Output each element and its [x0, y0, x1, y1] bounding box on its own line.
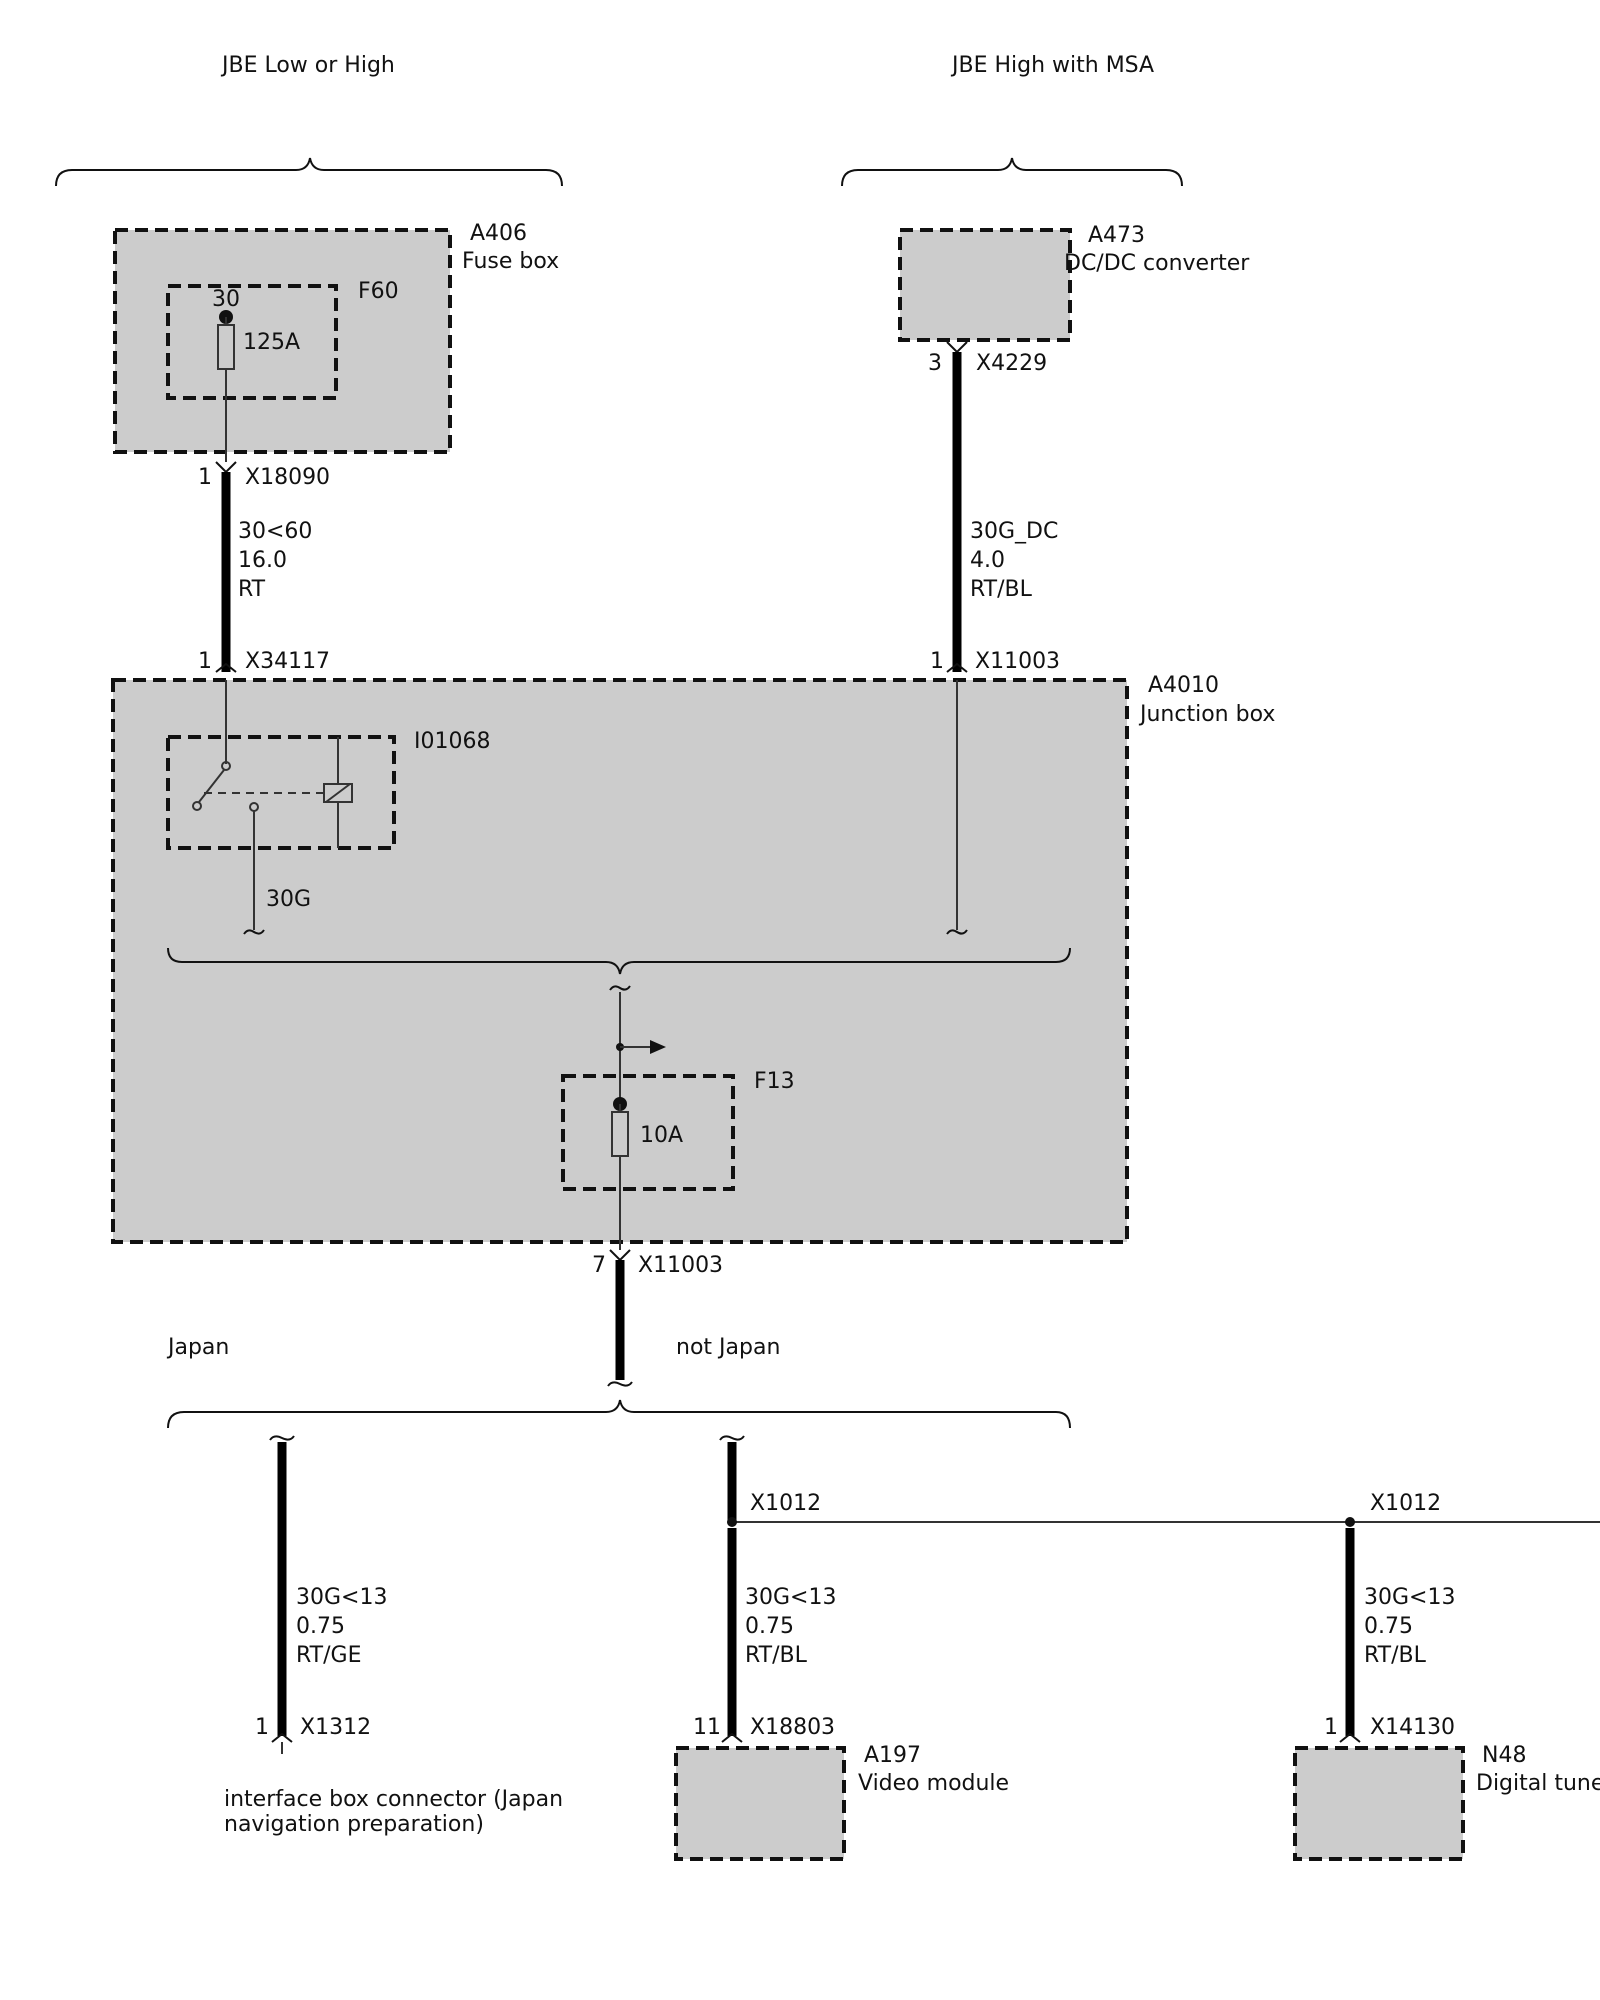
component-id-a197: A197 — [864, 1743, 921, 1768]
wire-30g-dc-size: 4.0 — [970, 548, 1005, 573]
branch-arrow-head — [650, 1040, 666, 1054]
wire-tuner-signal: 30G<13 — [1364, 1585, 1455, 1610]
connector-x1312-pin: 1 — [255, 1715, 269, 1740]
connector-x4229-pin: 3 — [928, 351, 942, 376]
fuse-f60-id: F60 — [358, 279, 399, 304]
component-id-n48: N48 — [1482, 1743, 1526, 1768]
connector-x14130-pin: 1 — [1324, 1715, 1338, 1740]
connector-x1312-symbol — [271, 1732, 293, 1743]
break-mark-main-output — [607, 1381, 633, 1387]
component-name-n48: Digital tune — [1476, 1771, 1600, 1796]
splice-x1012-b-dot — [1345, 1517, 1355, 1527]
group-label-not-japan: not Japan — [676, 1335, 780, 1360]
connector-x34117-symbol — [215, 662, 237, 673]
wire-japan-signal: 30G<13 — [296, 1585, 387, 1610]
brace-internal-merge — [167, 947, 1071, 975]
connector-x11003-out-name: X11003 — [638, 1253, 723, 1278]
relay-output-label: 30G — [266, 887, 311, 912]
wire-30g-dc-color: RT/BL — [970, 577, 1033, 602]
connector-x18803-name: X18803 — [750, 1715, 835, 1740]
fuse-box-a406 — [113, 228, 452, 454]
interface-note-line1: interface box connector (Japan — [224, 1787, 563, 1812]
wire-video-size: 0.75 — [745, 1614, 794, 1639]
break-mark-not-japan — [719, 1435, 745, 1441]
group-label-jbe-low-high: JBE Low or High — [220, 53, 395, 78]
wire-tuner-size: 0.75 — [1364, 1614, 1413, 1639]
break-mark-japan — [269, 1435, 295, 1441]
brace-jbe-low-high — [55, 157, 563, 187]
fuse-f60-outline — [166, 284, 338, 400]
connector-x14130-name: X14130 — [1370, 1715, 1455, 1740]
digital-tuner-n48 — [1293, 1746, 1465, 1861]
connector-x18090-pin: 1 — [198, 465, 212, 490]
brace-region-split — [167, 1399, 1071, 1429]
relay-contact-pivot — [192, 801, 202, 811]
wire-japan-color: RT/GE — [296, 1643, 361, 1668]
splice-x1012-b-name: X1012 — [1370, 1491, 1441, 1516]
connector-x34117-name: X34117 — [245, 649, 330, 674]
connector-x18803-symbol — [721, 1732, 743, 1743]
wire-tuner-color: RT/BL — [1364, 1643, 1427, 1668]
break-mark-merge — [609, 985, 631, 991]
wire-30-60-color: RT — [238, 577, 266, 602]
connector-x18090-name: X18090 — [245, 465, 330, 490]
relay-i01068-id: I01068 — [414, 729, 490, 754]
component-id-a4010: A4010 — [1148, 673, 1219, 698]
interface-note-line2: navigation preparation) — [224, 1812, 484, 1837]
component-name-a473: DC/DC converter — [1064, 251, 1250, 276]
connector-x34117-pin: 1 — [198, 649, 212, 674]
component-name-a4010: Junction box — [1138, 702, 1275, 727]
fuse-f60-rating: 125A — [243, 330, 300, 355]
video-module-a197 — [674, 1746, 846, 1861]
component-name-a406: Fuse box — [462, 249, 559, 274]
connector-x18090-symbol — [215, 461, 237, 474]
relay-contact-top — [221, 761, 231, 771]
dc-dc-converter-a473 — [898, 228, 1072, 342]
wire-30-60-size: 16.0 — [238, 548, 287, 573]
connector-x11003-in-pin: 1 — [930, 649, 944, 674]
component-name-a197: Video module — [858, 1771, 1009, 1796]
fuse-f13-outline — [561, 1074, 735, 1191]
wire-30g-dc-signal: 30G_DC — [970, 519, 1058, 544]
connector-x11003-in-symbol — [946, 662, 968, 673]
splice-x1012-a-name: X1012 — [750, 1491, 821, 1516]
connector-x4229-symbol — [946, 341, 968, 354]
wire-japan-size: 0.75 — [296, 1614, 345, 1639]
group-label-jbe-high-msa: JBE High with MSA — [950, 53, 1154, 78]
relay-i01068-outline — [166, 735, 396, 850]
break-mark-dc-line — [946, 929, 968, 935]
fuse-f13-rating: 10A — [640, 1123, 683, 1148]
wire-video-signal: 30G<13 — [745, 1585, 836, 1610]
connector-x1312-name: X1312 — [300, 1715, 371, 1740]
wire-video-color: RT/BL — [745, 1643, 808, 1668]
group-label-japan: Japan — [166, 1335, 229, 1360]
connector-x11003-out-symbol — [609, 1249, 631, 1262]
fuse-f60-terminal: 30 — [212, 287, 240, 312]
relay-coil-diagonal — [325, 783, 351, 803]
connector-x18803-pin: 11 — [693, 1715, 721, 1740]
component-id-a473: A473 — [1088, 223, 1145, 248]
relay-switch-blade — [198, 769, 225, 803]
splice-x1012-a-dot — [727, 1517, 737, 1527]
fuse-f13-id: F13 — [754, 1069, 795, 1094]
connector-x11003-in-name: X11003 — [975, 649, 1060, 674]
brace-jbe-high-msa — [841, 157, 1183, 187]
connector-x4229-name: X4229 — [976, 351, 1047, 376]
connector-x11003-out-pin: 7 — [592, 1253, 606, 1278]
connector-x14130-symbol — [1339, 1732, 1361, 1743]
wire-30-60-signal: 30<60 — [238, 519, 312, 544]
break-mark-relay-output — [243, 929, 265, 935]
component-id-a406: A406 — [470, 221, 527, 246]
